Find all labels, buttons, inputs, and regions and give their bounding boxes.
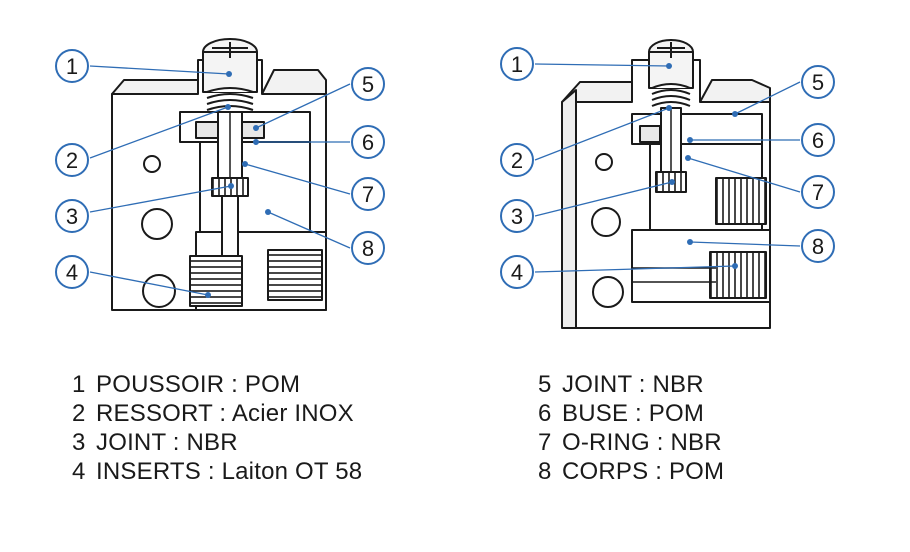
legend-num: 6 <box>538 400 552 427</box>
legend-text: POUSSOIR : POM <box>96 371 301 398</box>
legend-text: INSERTS : Laiton OT 58 <box>96 458 363 485</box>
left-pipe <box>221 195 239 257</box>
legend-text: JOINT : NBR <box>96 429 238 456</box>
legend-right: 5 JOINT : NBR 6 BUSE : POM 7 O-RING : NBR 8… <box>538 370 724 486</box>
right-hole-low <box>592 276 624 308</box>
right-hole-mid <box>591 207 621 237</box>
left-callout-1: 1 <box>55 49 89 83</box>
legend-num: 8 <box>538 458 552 485</box>
svg-text:5: 5 <box>362 72 374 97</box>
right-insert-top <box>715 177 767 225</box>
legend-item-1: 1 POUSSOIR : POM <box>72 370 362 399</box>
legend-item-6: 6 BUSE : POM <box>538 399 724 428</box>
right-body-top-right <box>699 79 771 103</box>
svg-text:7: 7 <box>812 180 824 205</box>
right-callouts: 1 2 3 4 5 6 7 8 <box>500 47 835 289</box>
left-callout-2: 2 <box>55 143 89 177</box>
legend-num: 4 <box>72 458 86 485</box>
legend-text: RESSORT : Acier INOX <box>96 400 354 427</box>
legend-text: JOINT : NBR <box>562 371 704 398</box>
right-spring <box>651 83 691 107</box>
legend-item-3: 3 JOINT : NBR <box>72 428 362 457</box>
left-leader-dots <box>205 71 271 298</box>
right-callout-5: 5 <box>801 65 835 99</box>
svg-text:5: 5 <box>812 70 824 95</box>
left-pusher-slot <box>212 42 248 58</box>
right-insert-bottom <box>709 251 767 299</box>
legend-item-5: 5 JOINT : NBR <box>538 370 724 399</box>
right-view <box>561 39 771 329</box>
right-seal-top <box>639 125 661 143</box>
left-callouts: 1 2 3 4 5 6 7 8 <box>55 49 385 289</box>
svg-text:8: 8 <box>812 234 824 259</box>
right-leaders <box>534 63 801 273</box>
legend-num: 5 <box>538 371 552 398</box>
legend-item-2: 2 RESSORT : Acier INOX <box>72 399 362 428</box>
legend-text: CORPS : POM <box>562 458 725 485</box>
left-seal-top-r <box>241 121 265 139</box>
left-hole-small <box>143 155 161 173</box>
left-body-top-right <box>261 69 327 95</box>
left-view <box>111 38 327 311</box>
left-callout-6: 6 <box>351 125 385 159</box>
svg-text:6: 6 <box>812 128 824 153</box>
left-callout-8: 8 <box>351 231 385 265</box>
left-insert-left <box>189 255 243 307</box>
legend-item-4: 4 INSERTS : Laiton OT 58 <box>72 457 362 486</box>
right-callout-4: 4 <box>500 255 534 289</box>
legend-item-7: 7 O-RING : NBR <box>538 428 724 457</box>
svg-text:4: 4 <box>511 260 523 285</box>
left-hole-low <box>142 274 176 308</box>
legend-num: 2 <box>72 400 86 427</box>
right-callout-1: 1 <box>500 47 534 81</box>
svg-text:4: 4 <box>66 260 78 285</box>
svg-text:6: 6 <box>362 130 374 155</box>
svg-text:8: 8 <box>362 236 374 261</box>
left-callout-4: 4 <box>55 255 89 289</box>
svg-text:2: 2 <box>66 148 78 173</box>
left-seal-top <box>195 121 219 139</box>
right-callout-8: 8 <box>801 229 835 263</box>
legend-num: 7 <box>538 429 552 456</box>
right-callout-2: 2 <box>500 143 534 177</box>
svg-text:2: 2 <box>511 148 523 173</box>
right-hole-small <box>595 153 613 171</box>
right-leader-dots <box>666 63 738 269</box>
svg-text:1: 1 <box>66 54 78 79</box>
legend-text: O-RING : NBR <box>562 429 722 456</box>
legend-text: BUSE : POM <box>562 400 705 427</box>
left-callout-3: 3 <box>55 199 89 233</box>
legend-item-8: 8 CORPS : POM <box>538 457 724 486</box>
right-callout-6: 6 <box>801 123 835 157</box>
left-leaders <box>89 65 351 296</box>
left-insert-right <box>267 249 323 301</box>
svg-text:3: 3 <box>66 204 78 229</box>
left-hole-mid <box>141 208 173 240</box>
svg-text:7: 7 <box>362 182 374 207</box>
right-callout-3: 3 <box>500 199 534 233</box>
svg-text:3: 3 <box>511 204 523 229</box>
right-callout-7: 7 <box>801 175 835 209</box>
left-callout-7: 7 <box>351 177 385 211</box>
legend-num: 1 <box>72 371 86 398</box>
left-body-top <box>111 79 199 95</box>
svg-text:1: 1 <box>511 52 523 77</box>
left-callout-5: 5 <box>351 67 385 101</box>
legend-num: 3 <box>72 429 86 456</box>
